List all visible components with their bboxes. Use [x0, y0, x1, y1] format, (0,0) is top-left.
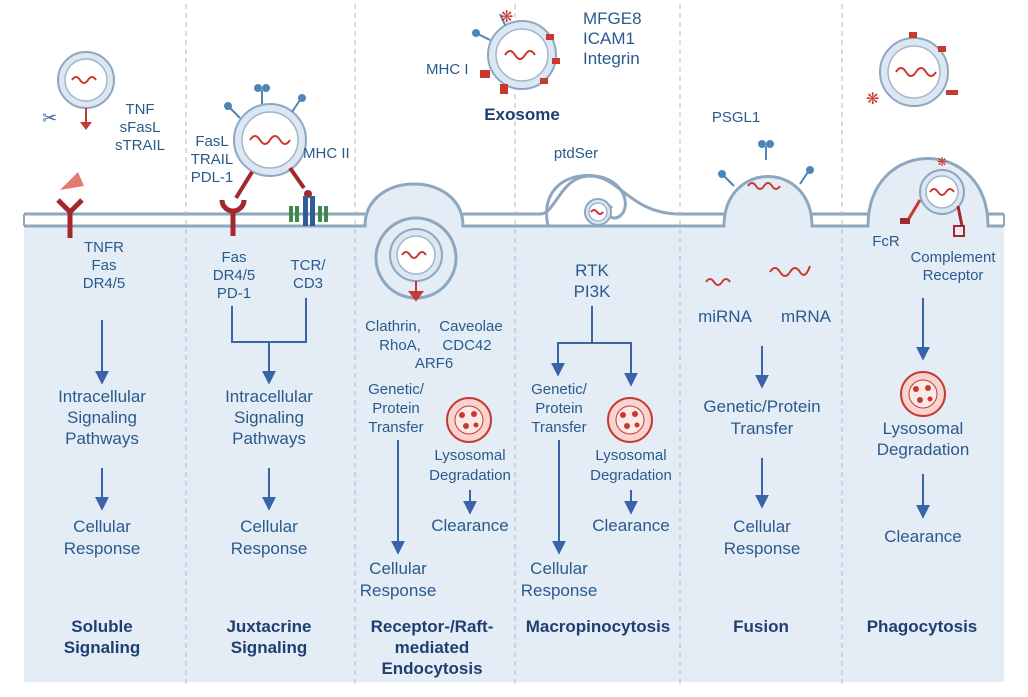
svg-text:❋: ❋ [500, 9, 513, 26]
juxtacrine-step1: Signaling [234, 408, 304, 427]
juxtacrine-step1: Pathways [232, 429, 306, 448]
ligand-icon [60, 172, 84, 190]
endocytosis-vesicle [374, 216, 458, 302]
fusion-response-label: Response [724, 539, 801, 558]
macropinocytosis-title: Macropinocytosis [526, 617, 671, 636]
juxtacrine-step1: Intracellular [225, 387, 313, 406]
juxtacrine-exosome [219, 84, 328, 236]
macropinocytosis-ruffle [545, 173, 627, 227]
endocytosis-protein-label: Clathrin, [365, 318, 421, 335]
lysosome-icon [446, 397, 492, 443]
soluble-step1: Signaling [67, 408, 137, 427]
macropinocytosis-arrow-right [592, 342, 638, 387]
macropinocytosis-transfer-label: Transfer [531, 419, 586, 436]
soluble-receptor-label: TNFR [84, 239, 124, 256]
fusion-title: Fusion [733, 617, 789, 636]
phagocytosis-complement-label: Complement [910, 249, 996, 266]
exosome-label-integrin: Integrin [583, 49, 640, 68]
fusion-transfer-label: Genetic/Protein [703, 397, 820, 416]
juxtacrine-receptor-label: Fas [221, 249, 246, 266]
juxtacrine-receptor-label: DR4/5 [213, 267, 256, 284]
juxtacrine-step2: Cellular [240, 517, 298, 536]
macropinocytosis-response-label: Cellular [530, 559, 588, 578]
svg-text:❋: ❋ [937, 155, 947, 169]
macropinocytosis-transfer-label: Genetic/ [531, 381, 588, 398]
soluble-ligand-label: sFasL [120, 119, 161, 136]
scissors-icon: ✂ [42, 108, 57, 128]
phagocytosis-degradation-label: Lysosomal [883, 419, 964, 438]
phagocytosis-fcr-label: FcR [872, 233, 900, 250]
juxtacrine-tcr-label: CD3 [293, 275, 323, 292]
phagocytosis-clearance-label: Clearance [884, 527, 962, 546]
exosome-illustration: ❋ [472, 9, 560, 94]
cell-membrane [23, 157, 1005, 682]
macropinocytosis-signal-label: PI3K [574, 282, 612, 301]
endocytosis-transfer-label: Transfer [368, 419, 423, 436]
macropinocytosis-response-label: Response [521, 581, 598, 600]
fusion-exosome [705, 140, 814, 286]
fusion-mrna-label: mRNA [781, 307, 832, 326]
juxtacrine-step2: Response [231, 539, 308, 558]
fusion-transfer-label: Transfer [731, 419, 794, 438]
soluble-step2: Cellular [73, 517, 131, 536]
fusion-mirna-label: miRNA [698, 307, 752, 326]
macropinocytosis-transfer-label: Protein [535, 400, 583, 417]
juxtacrine-title: Juxtacrine [226, 617, 311, 636]
endocytosis-title: Endocytosis [381, 659, 482, 678]
endocytosis-degradation-label: Degradation [429, 467, 511, 484]
endocytosis-transfer-label: Genetic/ [368, 381, 425, 398]
juxtacrine-tcr-label: TCR/ [291, 257, 327, 274]
phagocytosis-title: Phagocytosis [867, 617, 978, 636]
tnfr-receptor-icon [56, 198, 84, 238]
fusion-response-label: Cellular [733, 517, 791, 536]
lysosome-icon [900, 371, 946, 417]
lysosome-icon [607, 397, 653, 443]
soluble-exosome: ✂ [42, 51, 115, 238]
svg-text:❋: ❋ [866, 91, 879, 108]
soluble-title: Soluble [71, 617, 132, 636]
soluble-receptor-label: DR4/5 [83, 275, 126, 292]
juxtacrine-mhc2-label: MHC II [303, 145, 350, 162]
soluble-step2: Response [64, 539, 141, 558]
phagocytosis-exosome: ❋ ❋ [866, 32, 965, 237]
juxtacrine-ligand-label: TRAIL [191, 151, 234, 168]
soluble-title: Signaling [64, 638, 141, 657]
macropinocytosis-clearance-label: Clearance [592, 516, 670, 535]
juxtacrine-ligand-label: PDL-1 [191, 169, 234, 186]
juxtacrine-title: Signaling [231, 638, 308, 657]
soluble-ligand-label: TNF [125, 101, 154, 118]
soluble-ligand-label: sTRAIL [115, 137, 165, 154]
endocytosis-protein-label: Caveolae [439, 318, 502, 335]
endocytosis-transfer-label: Protein [372, 400, 420, 417]
phagocytosis-complement-label: Receptor [923, 267, 984, 284]
endocytosis-response-label: Cellular [369, 559, 427, 578]
endocytosis-degradation-label: Lysosomal [434, 447, 505, 464]
endocytosis-clearance-label: Clearance [431, 516, 509, 535]
endocytosis-title: Receptor-/Raft- [371, 617, 494, 636]
soluble-receptor-label: Fas [91, 257, 116, 274]
exosome-label-icam1: ICAM1 [583, 29, 635, 48]
juxtacrine-receptor-label: PD-1 [217, 285, 251, 302]
column-dividers [185, 4, 843, 686]
phagocytosis-degradation-label: Degradation [877, 440, 970, 459]
endocytosis-protein-label: CDC42 [442, 337, 491, 354]
macropinocytosis-ptdser-label: ptdSer [554, 145, 598, 162]
macropinocytosis-signal-label: RTK [575, 261, 609, 280]
endocytosis-protein-label: RhoA, [379, 337, 421, 354]
exosome-label-mfge8: MFGE8 [583, 9, 642, 28]
macropinocytosis-degradation-label: Degradation [590, 467, 672, 484]
macropinocytosis-degradation-label: Lysosomal [595, 447, 666, 464]
soluble-step1: Pathways [65, 429, 139, 448]
endocytosis-protein-label: ARF6 [415, 355, 453, 372]
exosome-mhc1-label: MHC I [426, 61, 469, 78]
exosome-title: Exosome [484, 105, 560, 124]
endocytosis-title: mediated [395, 638, 470, 657]
juxtacrine-ligand-label: FasL [195, 133, 228, 150]
fusion-psgl1-label: PSGL1 [712, 109, 760, 126]
soluble-step1: Intracellular [58, 387, 146, 406]
endocytosis-response-label: Response [360, 581, 437, 600]
macropinocytosis-arrow-left [551, 306, 593, 377]
